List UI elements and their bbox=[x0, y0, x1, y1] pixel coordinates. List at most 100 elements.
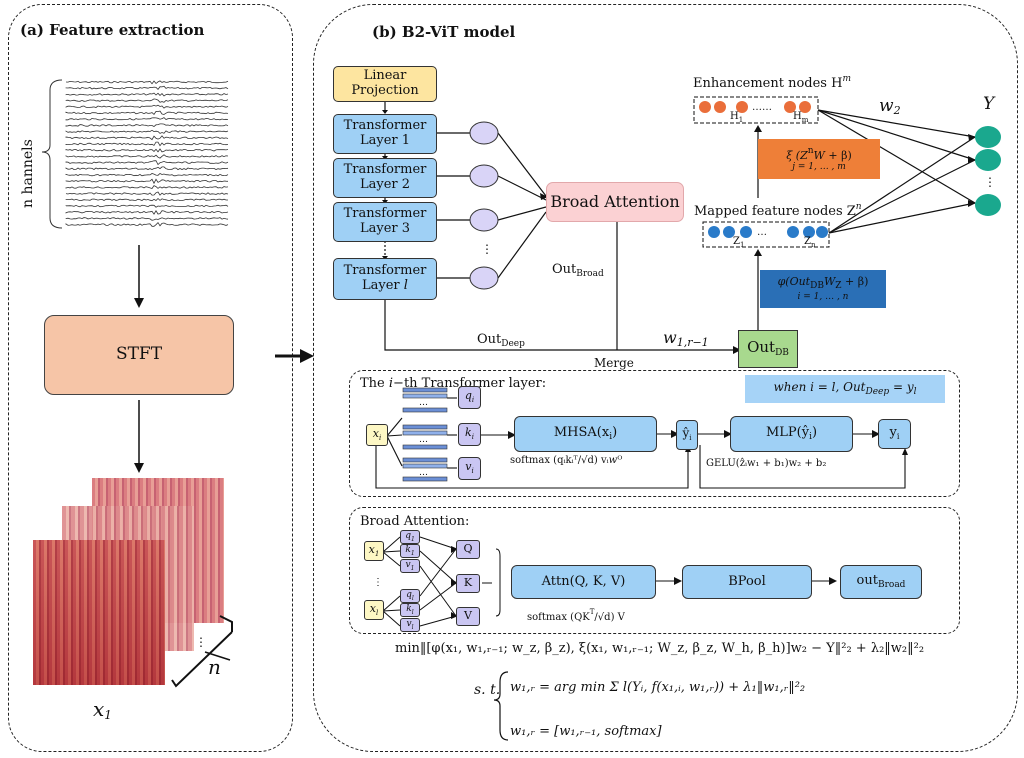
svg-text:…: … bbox=[757, 227, 767, 238]
softmax-den-b: √d bbox=[597, 612, 611, 623]
broad-ql-box: ql bbox=[400, 589, 420, 603]
broad-v1-text: v bbox=[405, 559, 411, 570]
yhat-label: ŷi bbox=[682, 426, 691, 443]
transformer-layer-1-label: Transformer Layer 1 bbox=[343, 118, 427, 148]
ki-sub: i bbox=[471, 433, 474, 442]
phi-formula-head: φ(Out bbox=[777, 275, 811, 289]
transformer-layer-1: Transformer Layer 1 bbox=[333, 114, 437, 154]
svg-text:…: … bbox=[419, 398, 428, 408]
w2-label: w2 bbox=[879, 96, 901, 117]
attn-label: Attn(Q, K, V) bbox=[541, 573, 626, 589]
out-db-text: Out bbox=[747, 338, 776, 357]
qi-sub: i bbox=[471, 396, 475, 405]
broad-kl-text: k bbox=[406, 603, 412, 614]
hm-label: Hm bbox=[793, 111, 808, 124]
eeg-trace bbox=[65, 154, 229, 159]
zn-text: Z bbox=[804, 236, 811, 247]
xi-formula-box: ξ (ZnW + β) j = 1, … , m bbox=[758, 139, 880, 179]
xi-input-sub: i bbox=[378, 433, 382, 442]
hm-sub: m bbox=[801, 116, 809, 124]
merge-label: Merge bbox=[594, 356, 634, 370]
eeg-trace bbox=[65, 148, 229, 153]
zn-sub: n bbox=[810, 241, 816, 249]
when-note-box: when i = l, OutDeep = yl bbox=[745, 375, 945, 403]
mhsa-box: MHSA(xi) bbox=[514, 416, 657, 452]
when-note-tail: = y bbox=[889, 379, 914, 394]
out-broad-box-text: out bbox=[856, 572, 878, 588]
broad-xl-label: xl bbox=[369, 601, 378, 617]
out-db-label: OutDB bbox=[747, 338, 789, 359]
mapped-nodes-sup: n bbox=[855, 202, 862, 212]
eeg-trace bbox=[65, 204, 229, 208]
broad-xl-text: x bbox=[369, 601, 376, 615]
enhancement-nodes-label: Enhancement nodes Hm bbox=[693, 74, 851, 91]
eeg-trace bbox=[65, 85, 229, 91]
svg-text:⋮: ⋮ bbox=[195, 635, 207, 649]
transformer-layer-2: Transformer Layer 2 bbox=[333, 158, 437, 198]
mhsa-sub: i bbox=[609, 431, 613, 442]
softmax-tail-b: V bbox=[617, 612, 625, 623]
broad-Q-box: Q bbox=[456, 540, 480, 559]
yi-sub: i bbox=[896, 432, 900, 442]
h1-text: H bbox=[730, 111, 739, 122]
broad-kl-box: kl bbox=[400, 603, 420, 617]
transformer-title-i: i bbox=[388, 376, 394, 391]
xi-formula-range: j = 1, … , m bbox=[792, 162, 846, 173]
x1-label: x1 bbox=[93, 697, 112, 722]
eeg-trace bbox=[65, 221, 229, 227]
mlp-label: MLP(ŷi) bbox=[765, 424, 818, 442]
z1-sub: 1 bbox=[739, 241, 745, 249]
stft-label: STFT bbox=[115, 344, 163, 365]
transformer-detail-title: The i−th Transformer layer: bbox=[360, 376, 546, 391]
broad-attention-detail-box bbox=[349, 507, 960, 634]
mhsa-text: MHSA(x bbox=[553, 424, 610, 440]
broad-attention-box: Broad Attention bbox=[546, 182, 684, 222]
eeg-trace bbox=[65, 123, 229, 127]
transformer-layer-l-label: Transformer Layer l bbox=[334, 263, 436, 294]
softmax-num-sup-b: T bbox=[589, 608, 595, 616]
vi-text: v bbox=[465, 460, 472, 474]
broad-k1-box: k1 bbox=[400, 544, 420, 558]
broad-q1-box: q1 bbox=[400, 530, 420, 544]
transformer-title-suffix: −th Transformer layer: bbox=[393, 376, 547, 391]
vi-label: vi bbox=[465, 460, 474, 476]
broad-attention-label: Broad Attention bbox=[550, 191, 680, 211]
xi-input-label: xi bbox=[373, 427, 382, 442]
out-db-box: OutDB bbox=[738, 330, 798, 368]
eeg-trace bbox=[65, 104, 229, 109]
eeg-trace bbox=[65, 92, 229, 97]
eeg-trace bbox=[65, 191, 229, 196]
gelu-text: GELU(ẑ bbox=[706, 458, 745, 469]
zn-label: Zn bbox=[804, 236, 815, 249]
yhat-text: ŷ bbox=[682, 426, 690, 441]
vi-sub: i bbox=[471, 467, 474, 476]
equation-st: s. t. bbox=[474, 682, 501, 698]
broad-V-label: V bbox=[464, 609, 472, 623]
broad-vl-sub: l bbox=[411, 623, 414, 631]
out-db-sub: DB bbox=[775, 348, 789, 359]
xi-formula-n: n bbox=[807, 145, 814, 156]
ki-text: k bbox=[465, 426, 472, 440]
panel-b-title: (b) B2-ViT model bbox=[372, 23, 516, 41]
qi-label: qi bbox=[464, 389, 475, 405]
phi-formula-beta: + β bbox=[841, 275, 865, 289]
n-label: n bbox=[208, 655, 221, 679]
softmax-text-t: softmax bbox=[510, 455, 550, 466]
broad-x1-label: x1 bbox=[369, 543, 380, 558]
when-note-sub: Deep bbox=[865, 386, 890, 397]
eeg-trace bbox=[65, 178, 229, 185]
phi-formula-box: φ(OutDBWZ + β) i = 1, … , n bbox=[760, 270, 886, 308]
panel-b2-vit bbox=[313, 4, 1018, 752]
out-broad-box: outBroad bbox=[840, 565, 922, 599]
eeg-trace bbox=[65, 217, 229, 221]
qi-text: q bbox=[464, 389, 472, 403]
softmax-formula-broad: softmax (QKT/√d) V bbox=[527, 608, 625, 623]
when-note-head: when i = l, Out bbox=[773, 379, 866, 394]
gelu-formula: GELU(ẑᵢw₁ + b₁)w₂ + b₂ bbox=[706, 458, 827, 469]
broad-vl-label: vl bbox=[406, 619, 413, 632]
softmax-num-t: q bbox=[557, 455, 564, 466]
eeg-trace bbox=[65, 110, 229, 116]
